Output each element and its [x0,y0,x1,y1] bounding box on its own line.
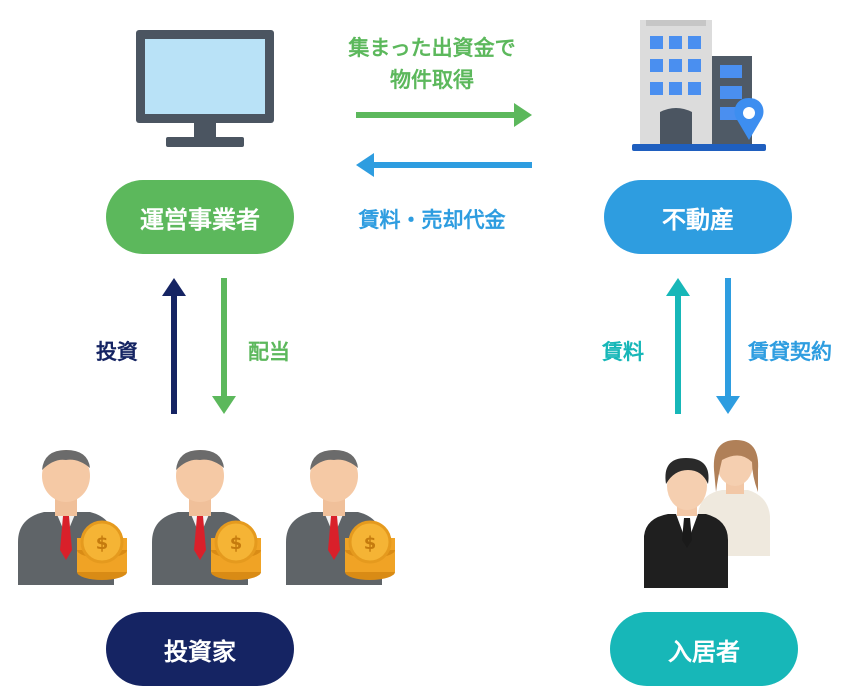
coins-icon: $ [77,520,127,580]
investor-icon: $ [152,450,261,585]
node-investors: 投資家 [106,612,294,686]
flow-label-acquisition: 集まった出資金で 物件取得 [312,32,552,96]
right-vertical-arrows [666,278,740,414]
investor-icon: $ [286,450,395,585]
flow-label-rent: 賃料 [602,340,644,364]
location-pin-icon [734,98,764,140]
tenants-icon [644,440,770,588]
node-tenants: 入居者 [610,612,798,686]
coins-icon: $ [211,520,261,580]
flow-label-acquisition-line2: 物件取得 [390,68,474,92]
monitor-icon [136,30,274,147]
arrow-investment-up [162,278,186,414]
flow-label-dividend: 配当 [248,340,290,364]
horizontal-arrows [356,103,532,177]
flow-label-lease-contract: 賃貸契約 [748,340,832,364]
svg-text:$: $ [96,533,109,554]
left-vertical-arrows [162,278,236,414]
node-operator: 運営事業者 [106,180,294,254]
arrow-property-to-operator [356,153,532,177]
flow-label-rent-and-sale: 賃料・売却代金 [358,208,506,232]
flow-label-acquisition-line1: 集まった出資金で [348,36,516,60]
arrow-rent-up [666,278,690,414]
arrow-dividend-down [212,278,236,414]
svg-text:$: $ [230,533,243,554]
node-property: 不動産 [604,180,792,254]
svg-text:$: $ [364,533,377,554]
flow-label-investment: 投資 [96,340,138,364]
arrow-operator-to-property [356,103,532,127]
coins-icon: $ [345,520,395,580]
investor-icon: $ [18,450,127,585]
arrow-lease-down [716,278,740,414]
building-icon [632,20,766,151]
